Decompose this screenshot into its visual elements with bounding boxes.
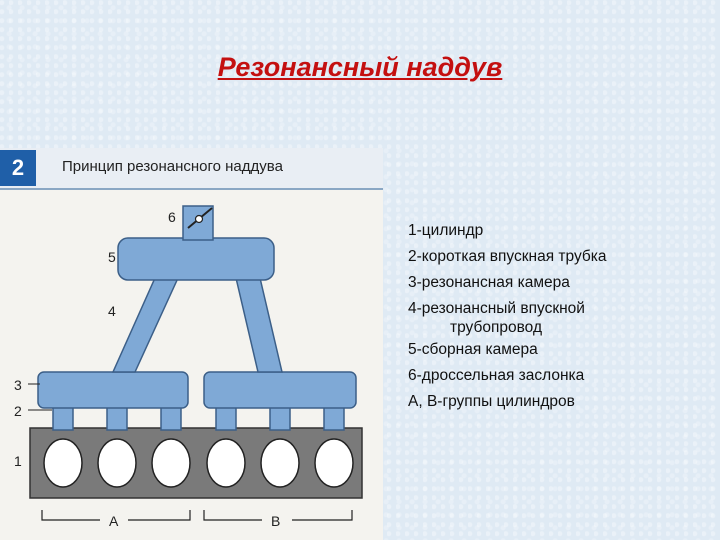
cylinder-4: [206, 438, 246, 488]
throttle-neck: [182, 205, 214, 241]
label-3: 3: [14, 377, 22, 393]
figure-number-badge: 2: [0, 150, 36, 186]
cylinder-6: [314, 438, 354, 488]
intake-system: [37, 205, 357, 431]
cylinders: [43, 438, 354, 488]
resonance-chamber-b: [203, 371, 357, 409]
throttle-valve: [187, 207, 213, 229]
legend-item: 3-резонансная камера: [408, 274, 570, 291]
resonance-intake-diagram: 6 5 4 3 2 1 A B: [14, 205, 363, 529]
cylinder-2: [97, 438, 137, 488]
legend-item: 1-цилиндр: [408, 222, 484, 239]
legend-item: 2-короткая впускная трубка: [408, 248, 607, 265]
group-b-bracket-right: [292, 510, 353, 521]
slide-title: Резонансный наддув: [217, 52, 503, 82]
group-b-bracket-left: [203, 510, 262, 521]
legend-item: 4-резонансный впускной трубопровод: [408, 296, 607, 337]
group-a-bracket-right: [128, 510, 191, 521]
cylinder-5: [260, 438, 300, 488]
legend-item-text: 4-резонансный впускной: [408, 300, 585, 317]
legend-list: 1-цилиндр 2-короткая впускная трубка 3-р…: [408, 218, 607, 415]
engine-block: [29, 427, 363, 499]
label-4: 4: [108, 303, 116, 319]
label-5: 5: [108, 249, 116, 265]
label-6: 6: [168, 209, 176, 225]
group-brackets: [41, 510, 353, 521]
short-intake-pipe: [269, 405, 291, 431]
label-1: 1: [14, 453, 22, 469]
short-intake-pipe: [160, 405, 182, 431]
resonance-pipe-left: [111, 277, 180, 373]
short-intake-pipe: [52, 405, 74, 431]
resonance-chamber-a: [37, 371, 189, 409]
figure-caption: Принцип резонансного наддува: [62, 158, 283, 175]
collection-chamber: [117, 237, 275, 281]
label-2: 2: [14, 403, 22, 419]
figure-header: [0, 148, 383, 188]
short-intake-pipe: [106, 405, 128, 431]
short-intake-pipe: [215, 405, 237, 431]
legend-item-continuation: трубопровод: [450, 319, 542, 336]
callout-lines: [28, 383, 52, 411]
legend-item: 6-дроссельная заслонка: [408, 367, 585, 384]
short-intake-pipe: [323, 405, 345, 431]
legend-item: А, В-группы цилиндров: [408, 393, 575, 410]
group-a-bracket-left: [41, 510, 100, 521]
figure-header-divider: [0, 188, 383, 190]
group-a-label: A: [109, 513, 119, 529]
cylinder-3: [151, 438, 191, 488]
group-b-label: B: [271, 513, 280, 529]
legend-item: 5-сборная камера: [408, 341, 538, 358]
cylinder-1: [43, 438, 83, 488]
resonance-pipe-right: [235, 277, 283, 373]
figure-panel: 2 Принцип резонансного наддува: [0, 148, 383, 540]
